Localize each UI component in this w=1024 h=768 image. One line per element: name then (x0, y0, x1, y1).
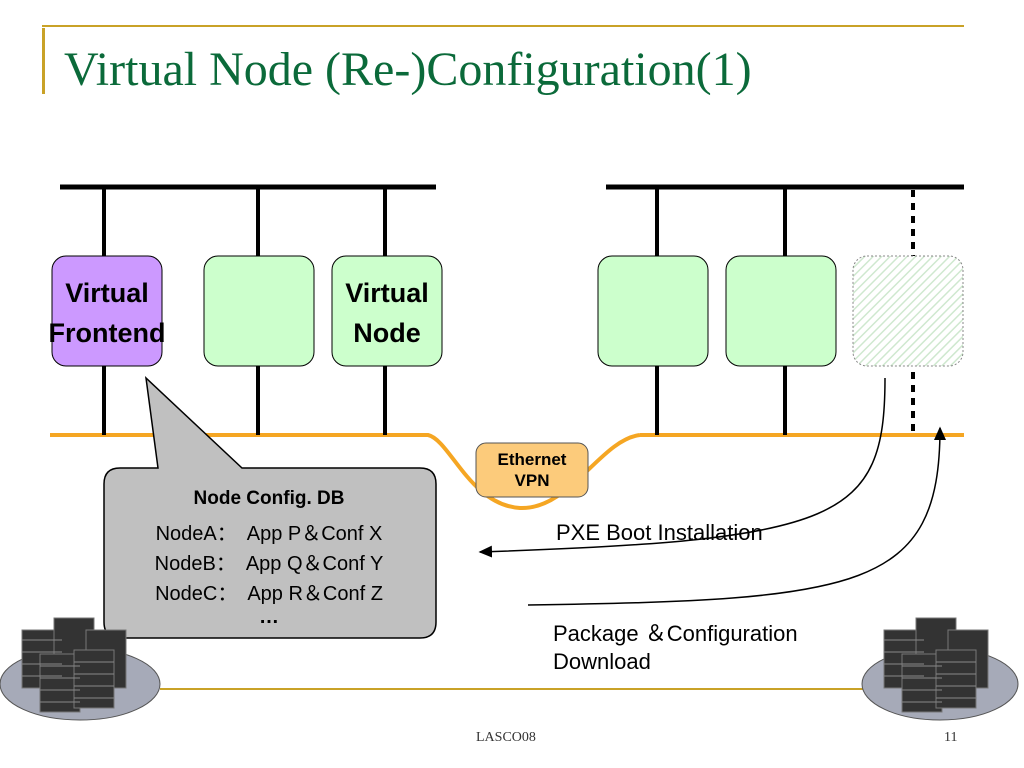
server-cluster-right-icon (861, 617, 1019, 721)
config-db-row: NodeA： App P＆Conf X (155, 523, 383, 545)
virtual-frontend-label-line2: Frontend (48, 318, 166, 348)
virtual-frontend-box (51, 255, 163, 367)
footer-accent-line (160, 688, 865, 690)
config-db-row: NodeB： App Q＆Conf Y (154, 553, 384, 575)
new-node-box (852, 255, 964, 367)
pxe-arrow (478, 377, 886, 558)
virtual-node-label-line1: Virtual (345, 278, 429, 308)
download-arrow (527, 426, 946, 606)
footer-center-text: LASCO08 (476, 730, 536, 745)
slide-title: Virtual Node (Re-)Configuration(1) (64, 43, 752, 96)
title-accent-horizontal (42, 25, 964, 27)
package-caption-line2: Download (553, 649, 651, 674)
config-db-title: Node Config. DB (193, 488, 345, 509)
title-accent-vertical (42, 28, 45, 94)
virtual-node-box (331, 255, 443, 367)
virtual-frontend-label-line1: Virtual (65, 278, 149, 308)
virtual-frontend-label: Virtual Frontend (32, 273, 182, 353)
node-box-r2 (725, 255, 837, 367)
orange-network-left (50, 433, 641, 511)
virtual-node-label-line2: Node (353, 318, 421, 348)
node-box-r1 (597, 255, 709, 367)
package-caption-line1: Package ＆Configuration (553, 621, 798, 646)
config-db-ellipsis: … (259, 606, 279, 628)
node-box-2 (203, 255, 315, 367)
page-number: 11 (944, 730, 958, 745)
vpn-box (475, 442, 589, 498)
vpn-label-line2: VPN (514, 471, 550, 490)
config-db-row: NodeC： App R＆Conf Z (155, 583, 383, 605)
vpn-label: Ethernet VPN (476, 449, 588, 491)
vpn-label-line1: Ethernet (497, 450, 567, 469)
server-cluster-left-icon (0, 617, 161, 721)
virtual-node-label: Virtual Node (312, 273, 462, 353)
pxe-caption: PXE Boot Installation (556, 520, 763, 545)
